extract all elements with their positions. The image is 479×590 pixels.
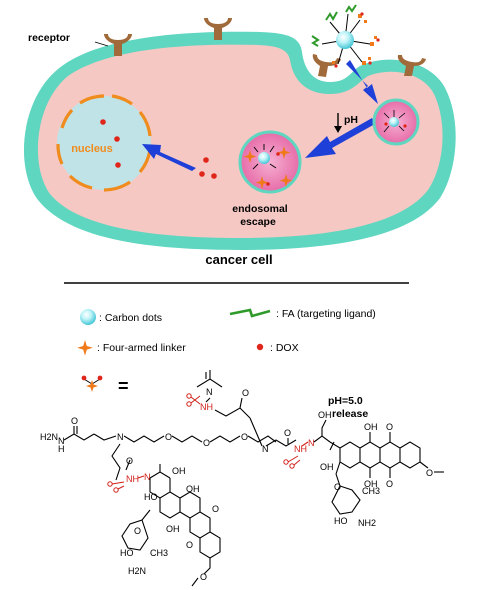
atom-label: HO [144,492,158,502]
endosome-escaping [238,130,302,194]
carbon-dot-icon [80,309,96,325]
atom-label: H [58,444,65,454]
dox-dot [199,171,205,177]
targeted-nanoparticle [311,4,380,68]
atom-label: O [386,479,393,489]
atom-label: O [284,428,291,438]
nucleus [57,96,151,190]
atom-label: N [144,472,151,482]
carbon-dot-icon [389,117,399,127]
cytoplasm [37,44,443,239]
nucleus-envelope [56,94,152,192]
legend-carbon-dots: : Carbon dots [99,312,162,324]
carbon-dot-icon [336,31,354,49]
dox-dot [276,152,280,156]
atom-label: OH [172,466,186,476]
receptor-pointer [94,41,109,47]
arrow-internalization-icon [346,60,378,104]
fa-ligand-icon [311,35,320,47]
atom-label: O [386,422,393,432]
fa-ligand-icon [229,308,271,318]
nucleus-label: nucleus [71,143,113,155]
endosomal-escape-label: endosomal [232,203,288,215]
atom-label: NH [200,402,213,412]
atom-label: O [242,388,249,398]
dox-molecule-right: OH O OH OH O O O CH3 HO NH2 [320,422,444,528]
dox-dot [211,173,217,179]
atom-label: O [203,438,210,448]
release-label: pH=5.0 [328,395,363,407]
atom-label: HO [334,516,348,526]
atom-label: H2N [128,566,146,576]
legend-linker: : Four-armed linker [97,342,186,354]
atom-label: CH3 [362,486,380,496]
atom-label: O [212,504,219,514]
receptor-label: receptor [28,32,70,44]
receptor-icon [104,18,426,77]
cell-diagram: nucleus endosomal escape [23,4,456,267]
atom-label: H2N [40,432,58,442]
atom-label: OH [166,524,180,534]
atom-label: O [200,572,207,582]
ph-label: pH [344,114,358,126]
legend: : Carbon dots : FA (targeting ligand) : … [77,308,376,396]
arrow-to-nucleus-icon [142,144,196,171]
atom-label: O [71,416,78,426]
atom-label: N [117,432,124,442]
scissors-icon [283,455,301,469]
atom-label: O [134,526,141,536]
endosomal-escape-label: escape [240,216,276,228]
fa-ligand-icon [345,4,357,13]
cancer-cell-label: cancer cell [205,252,272,267]
scissors-icon [186,393,201,407]
atom-label: N [206,387,213,397]
fa-ligand-icon [325,11,338,21]
four-armed-linker-icon [77,340,93,356]
atom-label: N [262,444,269,454]
dox-dot [266,182,270,186]
atom-label: OH [318,410,332,420]
atom-label: NH [294,444,307,454]
release-label: release [332,408,368,420]
atom-label: CH3 [150,548,168,558]
dox-icon [256,343,264,351]
dox-dot [115,162,121,168]
legend-dox: : DOX [270,342,299,354]
carbon-dot-icon [258,152,270,164]
atom-label: NH2 [358,518,376,528]
atom-label: O [126,456,133,466]
scissors-icon [107,481,125,493]
atom-label: OH [364,422,378,432]
linker-dox-icon [81,375,103,392]
legend-fa: : FA (targeting ligand) [276,308,376,320]
chemical-structure: pH=5.0 release N NH O H2N H N O N O O O … [40,370,444,587]
atom-label: NH [126,474,139,484]
four-armed-linker-icon [243,146,293,189]
atom-label: OH [186,484,200,494]
atom-label: OH [364,479,378,489]
atom-label: O [241,432,248,442]
atom-label: N [58,436,65,446]
atom-label: HO [120,548,134,558]
dox-molecule-left: HO OH O O OH O O HO CH3 H2N [120,478,221,587]
ph-arrow-icon [334,113,342,133]
atom-label: OH [320,462,334,472]
arrow-endosomal-escape-icon [305,118,375,158]
dox-dot [114,136,120,142]
dox-dot [100,119,106,125]
atom-label: O [426,468,433,478]
atom-label: O [334,482,341,492]
dox-dot [203,157,209,163]
legend-equals: = [118,376,129,396]
atom-label: O [186,540,193,550]
atom-label: O [165,432,172,442]
atom-label: N [308,438,315,448]
